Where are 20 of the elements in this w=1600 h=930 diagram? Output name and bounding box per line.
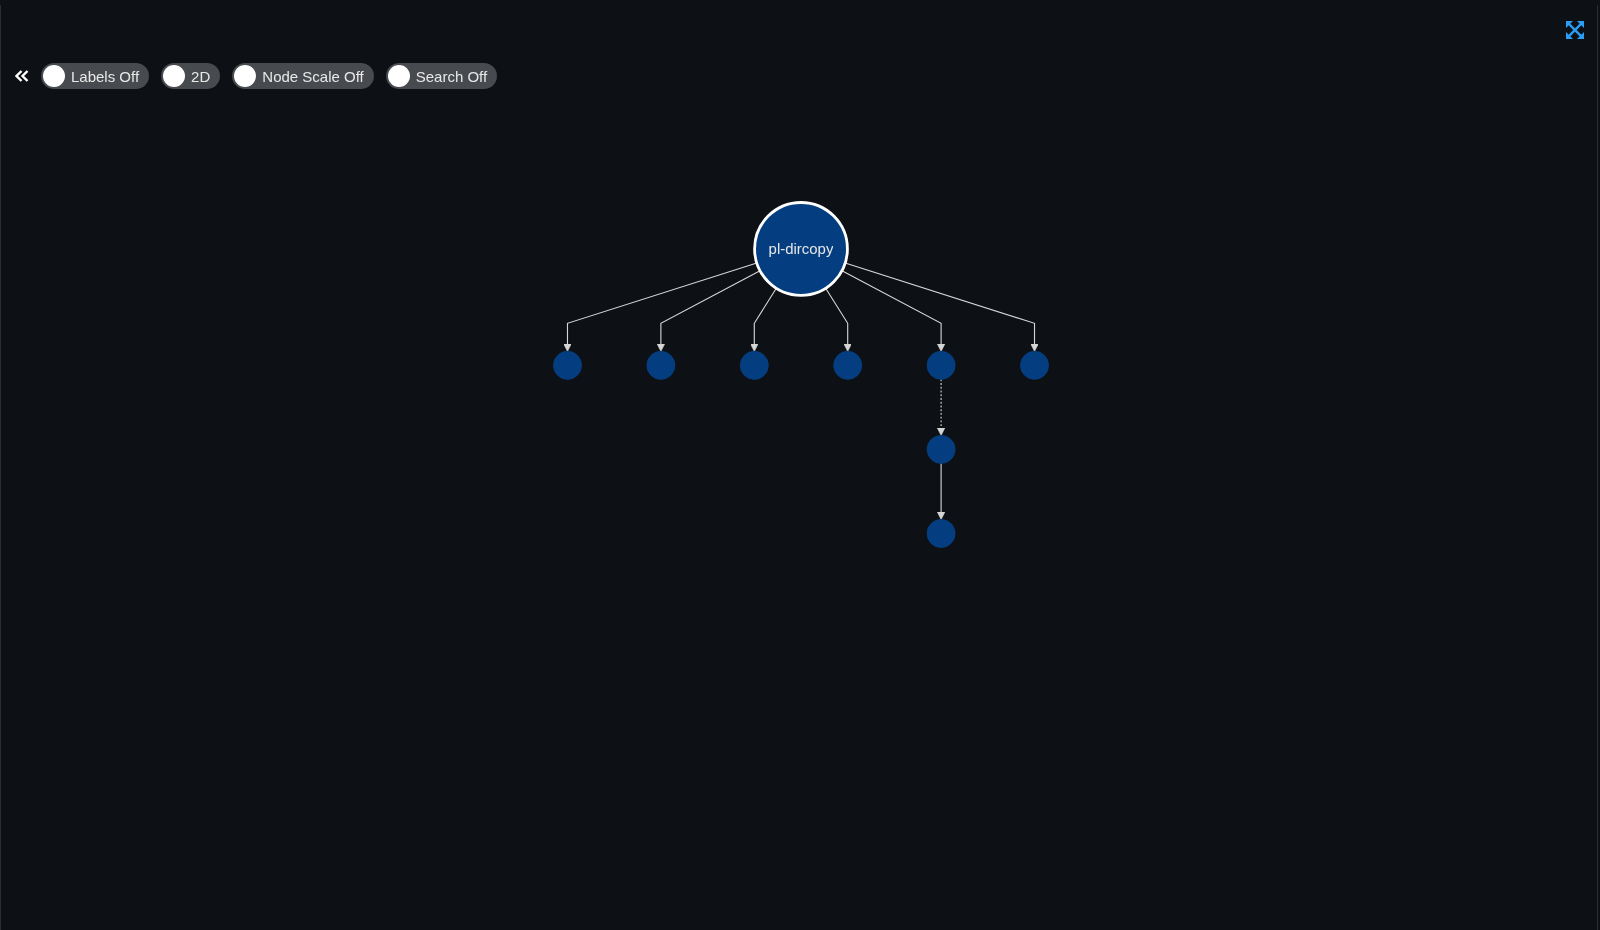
node-circle: pl-dircopy [753,201,849,297]
node-circle [553,350,582,380]
node-circle [926,519,956,548]
toggle-switch: Search Off [385,63,498,89]
node-circle [646,350,676,380]
arrow [937,462,946,520]
node-circle [833,350,863,380]
arrow [841,270,946,352]
node-circle [926,434,956,464]
node-circle [739,350,769,380]
arrow [656,270,761,352]
arrow [937,378,946,436]
node-circle [1020,350,1049,380]
arrow [750,287,777,352]
toggle-switch: 2D [161,63,221,89]
arrow [825,287,852,352]
toggle-switch: Node Scale Off [232,63,374,89]
node-circle [926,350,956,380]
toggle-switch: Labels Off [41,63,150,89]
arrow [844,262,1039,352]
